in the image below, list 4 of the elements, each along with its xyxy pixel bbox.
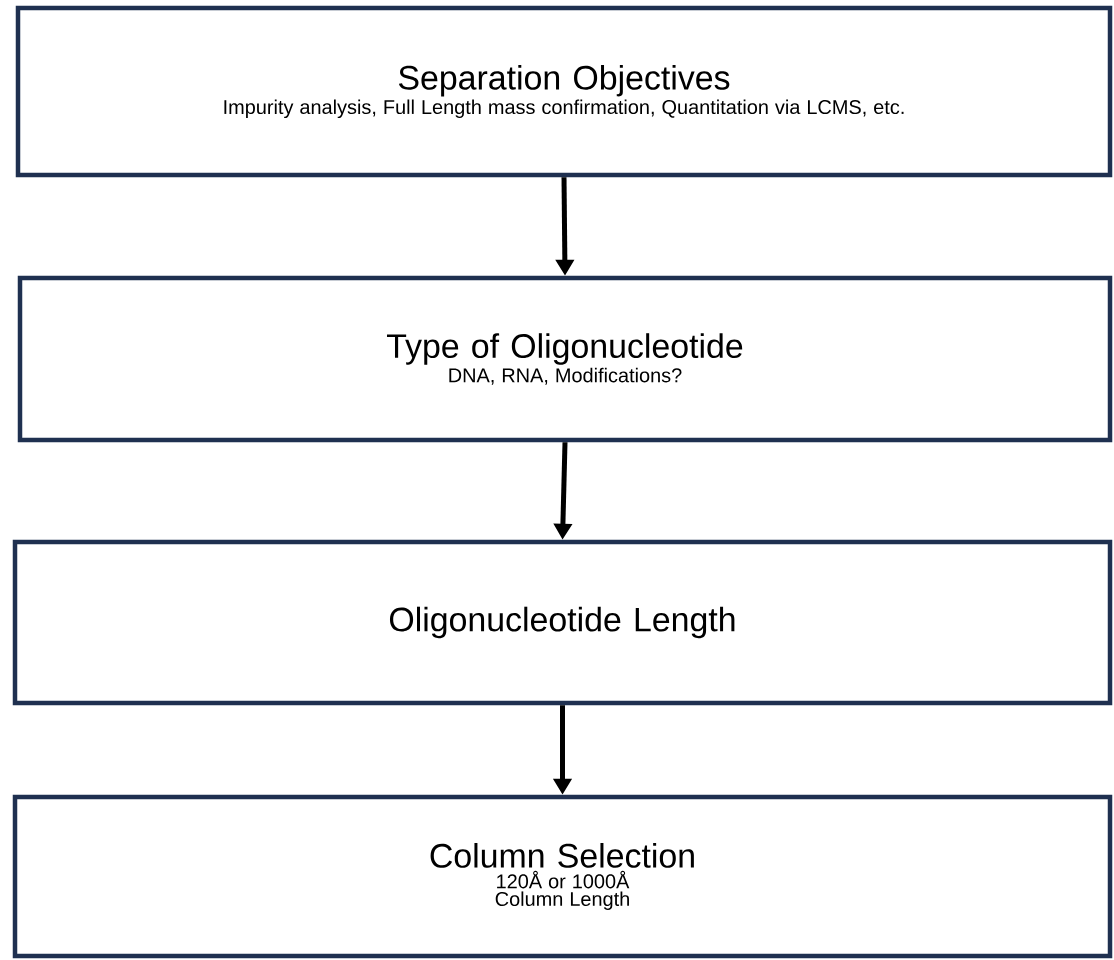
process-box: Type of Oligonucleotide DNA, RNA, Modifications?: [17, 275, 1113, 443]
process-box: Separation Objectives Impurity analysis, Full Length mass confirmation, Quantitation via LCMS, etc.: [15, 5, 1113, 178]
process-box: Oligonucleotide Length: [12, 539, 1113, 706]
process-box: Column Selection 120Å or 1000Å Column Length: [12, 794, 1113, 959]
